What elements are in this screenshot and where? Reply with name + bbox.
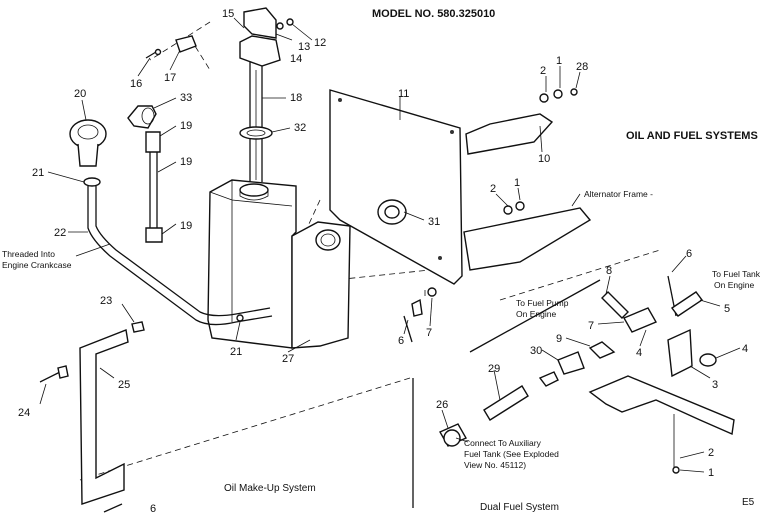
callout-14: 14 (290, 53, 302, 65)
callout-26: 26 (436, 399, 448, 411)
callout-4-right: 4 (742, 343, 748, 355)
mounting-bracket (39, 321, 145, 513)
note-fuel-tank-line2: On Engine (714, 280, 754, 290)
callout-6-right: 6 (686, 248, 692, 260)
callout-28: 28 (576, 61, 588, 73)
note-connect-line2: Fuel Tank (See Exploded (464, 449, 559, 459)
callout-19-bottom: 19 (180, 220, 192, 232)
section-title: OIL AND FUEL SYSTEMS (626, 130, 758, 142)
callout-18: 18 (290, 92, 302, 104)
callout-1-top: 1 (556, 55, 562, 67)
sender-tube (239, 7, 294, 182)
callout-31: 31 (428, 216, 440, 228)
fuel-tank (207, 179, 351, 349)
note-fuel-pump-line2: On Engine (516, 309, 556, 319)
callout-1-mid: 1 (514, 177, 520, 189)
callout-6-bottom: 6 (150, 503, 156, 515)
dual-fuel-boundary (412, 279, 601, 508)
callout-7-center: 7 (426, 327, 432, 339)
callout-15: 15 (222, 8, 234, 20)
callout-6-center: 6 (398, 335, 404, 347)
notes: Alternator Frame - Threaded Into Engine … (2, 189, 761, 470)
note-connect-line1: Connect To Auxiliary (464, 438, 542, 448)
callout-2-mid: 2 (490, 183, 496, 195)
callout-10: 10 (538, 153, 550, 165)
callout-17: 17 (164, 72, 176, 84)
callout-20: 20 (74, 88, 86, 100)
callout-8: 8 (606, 265, 612, 277)
callout-7-right: 7 (588, 320, 594, 332)
callout-19-top: 19 (180, 120, 192, 132)
model-number: MODEL NO. 580.325010 (372, 8, 495, 20)
leader-lines (39, 17, 741, 473)
note-fuel-pump-line1: To Fuel Pump (516, 298, 569, 308)
callout-25: 25 (118, 379, 130, 391)
callout-30: 30 (530, 345, 542, 357)
callout-9: 9 (556, 333, 562, 345)
callout-23: 23 (100, 295, 112, 307)
callout-24: 24 (18, 407, 30, 419)
oil-line (83, 177, 273, 326)
dual-fuel-parts (439, 275, 735, 474)
page-code: E5 (742, 497, 755, 508)
note-connect-line3: View No. 45112) (464, 460, 526, 470)
frame-plate (329, 89, 463, 285)
callout-16: 16 (130, 78, 142, 90)
note-alternator-frame: Alternator Frame - (584, 189, 653, 199)
note-fuel-tank-line1: To Fuel Tank (712, 269, 761, 279)
upper-hardware (403, 88, 578, 343)
callout-21-left: 21 (32, 167, 44, 179)
callout-numbers: 15 14 13 12 16 17 20 33 18 32 19 19 19 2… (18, 8, 748, 515)
dipstick-tube (145, 131, 163, 243)
callout-29: 29 (488, 363, 500, 375)
note-threaded-line2: Engine Crankcase (2, 260, 72, 270)
filler-cap (69, 105, 157, 167)
frame-rail (463, 113, 592, 271)
callout-5: 5 (724, 303, 730, 315)
clip-and-screw (145, 35, 197, 59)
callout-2-top: 2 (540, 65, 546, 77)
callout-12: 12 (314, 37, 326, 49)
callout-21-bottom: 21 (230, 346, 242, 358)
callout-1-bottom: 1 (708, 467, 714, 479)
callout-19-mid: 19 (180, 156, 192, 168)
callout-33: 33 (180, 92, 192, 104)
callout-32: 32 (294, 122, 306, 134)
callout-4-center: 4 (636, 347, 642, 359)
caption-dual-fuel: Dual Fuel System (480, 502, 559, 513)
callout-13: 13 (298, 41, 310, 53)
callout-11: 11 (398, 88, 409, 100)
callout-27: 27 (282, 353, 294, 365)
callout-22: 22 (54, 227, 66, 239)
callout-2-bottom: 2 (708, 447, 714, 459)
caption-oil-makeup: Oil Make-Up System (224, 483, 316, 494)
note-threaded-line1: Threaded Into (2, 249, 55, 259)
callout-3: 3 (712, 379, 718, 391)
